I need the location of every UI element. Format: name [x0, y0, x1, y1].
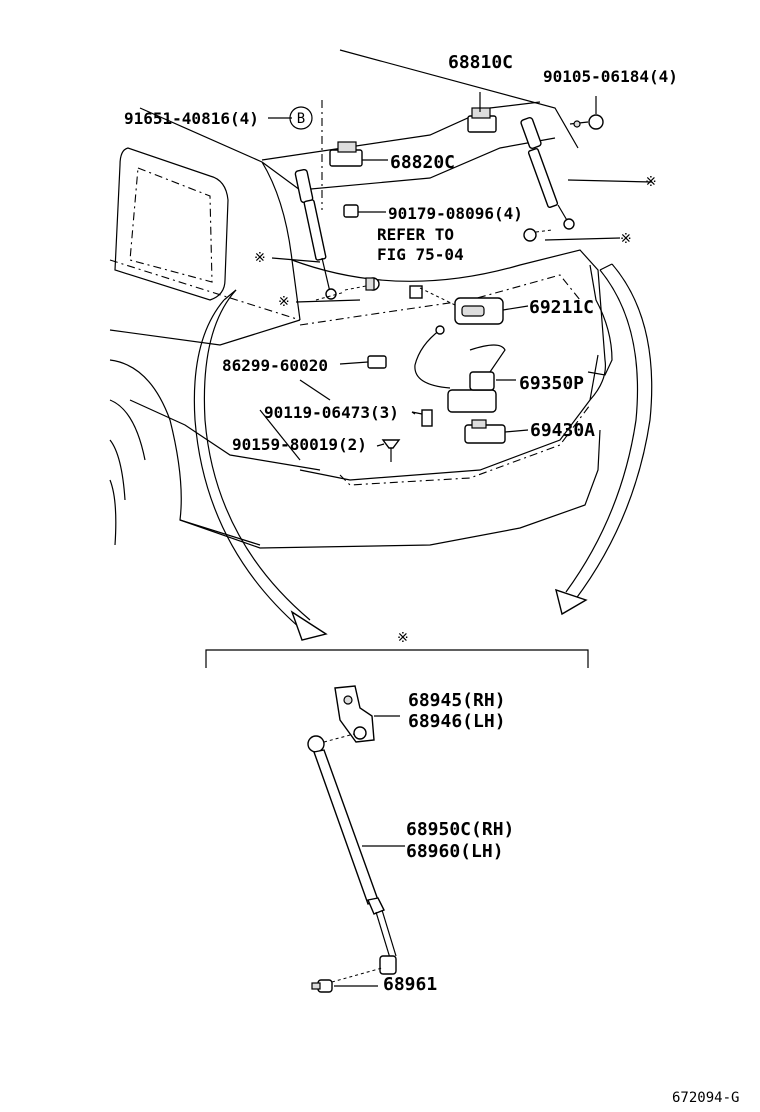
part-69350p-lock-assembly — [414, 325, 516, 413]
label-69211c: 69211C — [529, 297, 594, 318]
label-fig: FIG 75-04 — [377, 245, 464, 264]
star-marker: ※ — [620, 231, 632, 247]
label-91651: 91651-40816(4) — [124, 109, 259, 128]
detail-gas-strut — [307, 733, 405, 975]
part-ball-stud-left — [344, 277, 380, 291]
label-90105: 90105-06184(4) — [543, 67, 678, 86]
label-69350p: 69350P — [519, 373, 584, 394]
label-68950c: 68950C(RH) — [406, 819, 514, 840]
part-68810c-hinge — [467, 92, 497, 133]
label-90159: 90159-80019(2) — [232, 435, 367, 454]
part-69211c-lock — [409, 285, 529, 325]
arrow-right — [555, 263, 653, 616]
label-68961: 68961 — [383, 974, 437, 995]
part-90179-nut — [343, 204, 386, 218]
leader-lines — [268, 100, 653, 447]
part-69430a-striker — [464, 419, 529, 444]
star-marker: ※ — [278, 294, 290, 310]
ref-b-circle: B — [289, 106, 313, 130]
part-ball-stud-right — [523, 228, 553, 242]
label-68946: 68946(LH) — [408, 711, 506, 732]
part-68820c-hinge — [329, 141, 388, 167]
star-marker: ※ — [397, 630, 409, 646]
label-90119: 90119-06473(3) — [264, 403, 399, 422]
car-body-outline — [109, 49, 613, 549]
arrow-left — [193, 289, 328, 641]
part-90105-bolt — [569, 96, 604, 130]
part-86299-clip — [339, 355, 387, 369]
star-marker: ※ — [645, 174, 657, 190]
gas-strut-right-installed — [520, 116, 575, 230]
label-69430a: 69430A — [530, 420, 595, 441]
detail-bracket — [205, 649, 589, 668]
label-68960: 68960(LH) — [406, 841, 504, 862]
part-90159-screw — [381, 439, 401, 462]
part-90119-bolt — [411, 409, 433, 427]
detail-ball-stud-68961 — [311, 967, 383, 993]
label-refer-to: REFER TO — [377, 225, 454, 244]
label-86299: 86299-60020 — [222, 356, 328, 375]
gas-strut-left-installed — [294, 168, 337, 300]
label-68810c: 68810C — [448, 52, 513, 73]
svg-text:B: B — [297, 111, 305, 127]
label-68820c: 68820C — [390, 152, 455, 173]
label-68945: 68945(RH) — [408, 690, 506, 711]
detail-bracket-68945 — [334, 685, 400, 743]
figure-code: 672094-G — [672, 1090, 739, 1106]
label-90179: 90179-08096(4) — [388, 204, 523, 223]
star-marker: ※ — [254, 250, 266, 266]
